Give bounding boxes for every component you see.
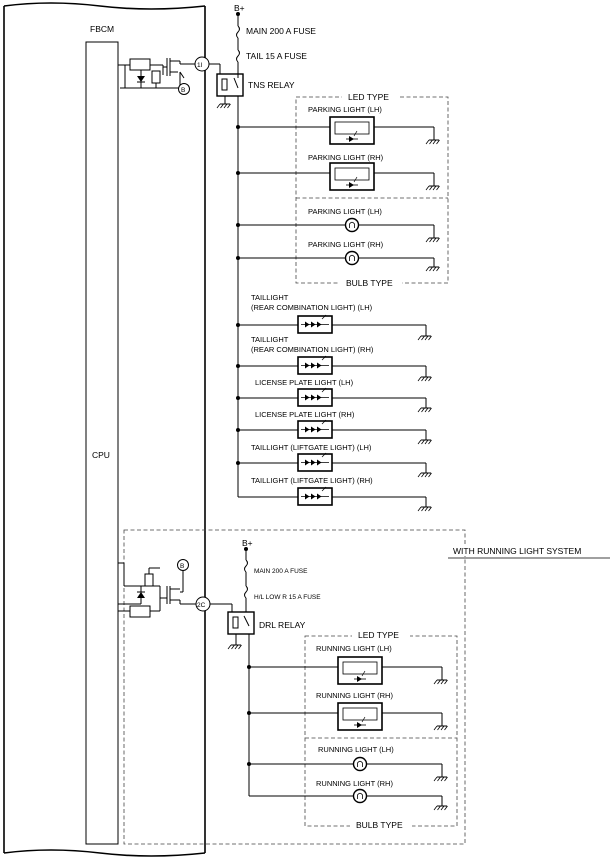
running-light-system-title: WITH RUNNING LIGHT SYSTEM [453, 546, 581, 556]
running-light-system-box [123, 529, 466, 845]
taillight-lh-line2: (REAR COMBINATION LIGHT) (LH) [251, 303, 373, 312]
parking-light-bulb-lh [236, 217, 440, 243]
parking-light-led-rh [236, 162, 440, 191]
license-plate-light-lh [236, 387, 432, 413]
license-lh-label: LICENSE PLATE LIGHT (LH) [255, 378, 354, 387]
ref-b-lower: B [180, 563, 184, 570]
parking-bulb-rh-label: PARKING LIGHT (RH) [308, 240, 384, 249]
running-bulb-lh-label: RUNNING LIGHT (LH) [318, 745, 394, 754]
tail-fuse: TAIL 15 A FUSE [246, 51, 307, 61]
parking-led-rh-label: PARKING LIGHT (RH) [308, 153, 384, 162]
hl-fuse: H/L LOW R 15 A FUSE [254, 594, 321, 601]
upper-supply [209, 12, 244, 497]
taillight-lh-line1: TAILLIGHT [251, 293, 289, 302]
main-fuse-upper: MAIN 200 A FUSE [246, 26, 316, 36]
taillight-liftgate-rh [238, 486, 432, 512]
parking-bulb-lh-label: PARKING LIGHT (LH) [308, 207, 382, 216]
bulb-type-footer-lower: BULB TYPE [356, 820, 403, 830]
main-fuse-lower: MAIN 200 A FUSE [254, 568, 308, 575]
license-rh-label: LICENSE PLATE LIGHT (RH) [255, 410, 355, 419]
running-light-led-rh [247, 702, 448, 731]
led-type-header-upper: LED TYPE [348, 92, 389, 102]
cpu-block [85, 41, 119, 845]
bulb-type-footer-upper: BULB TYPE [346, 278, 393, 288]
liftgate-rh-label: TAILLIGHT (LIFTGATE LIGHT) (RH) [251, 476, 373, 485]
upper-drive-circuit [118, 58, 197, 95]
running-bulb-rh-label: RUNNING LIGHT (RH) [316, 779, 393, 788]
connector-2c-label: 2C [197, 602, 206, 609]
parking-led-lh-label: PARKING LIGHT (LH) [308, 105, 382, 114]
lower-supply [210, 547, 255, 796]
b-plus-lower: B+ [242, 538, 253, 548]
license-plate-light-rh [236, 419, 432, 445]
fbcm-module [3, 2, 206, 857]
running-light-led-lh [247, 656, 448, 685]
running-light-bulb-lh [247, 756, 448, 782]
taillight-rh-line1: TAILLIGHT [251, 335, 289, 344]
lower-drive-circuit [118, 559, 196, 618]
tns-relay-label: TNS RELAY [248, 80, 295, 90]
b-plus-upper: B+ [234, 3, 245, 13]
running-led-lh-label: RUNNING LIGHT (LH) [316, 644, 392, 653]
taillight-rh-line2: (REAR COMBINATION LIGHT) (RH) [251, 345, 374, 354]
taillight-rear-combination-rh [236, 355, 432, 382]
parking-light-led-lh [236, 116, 440, 145]
running-light-bulb-rh [249, 788, 448, 811]
drl-relay-label: DRL RELAY [259, 620, 306, 630]
liftgate-lh-label: TAILLIGHT (LIFTGATE LIGHT) (LH) [251, 443, 372, 452]
taillight-rear-combination-lh [236, 314, 432, 341]
ref-b-upper: B [181, 87, 185, 94]
parking-light-bulb-rh [236, 250, 440, 272]
led-type-header-lower: LED TYPE [358, 630, 399, 640]
running-led-rh-label: RUNNING LIGHT (RH) [316, 691, 393, 700]
fbcm-label: FBCM [90, 24, 114, 34]
cpu-label: CPU [92, 450, 110, 460]
connector-1i-label: 1I [197, 62, 203, 69]
taillight-liftgate-lh [236, 452, 432, 478]
